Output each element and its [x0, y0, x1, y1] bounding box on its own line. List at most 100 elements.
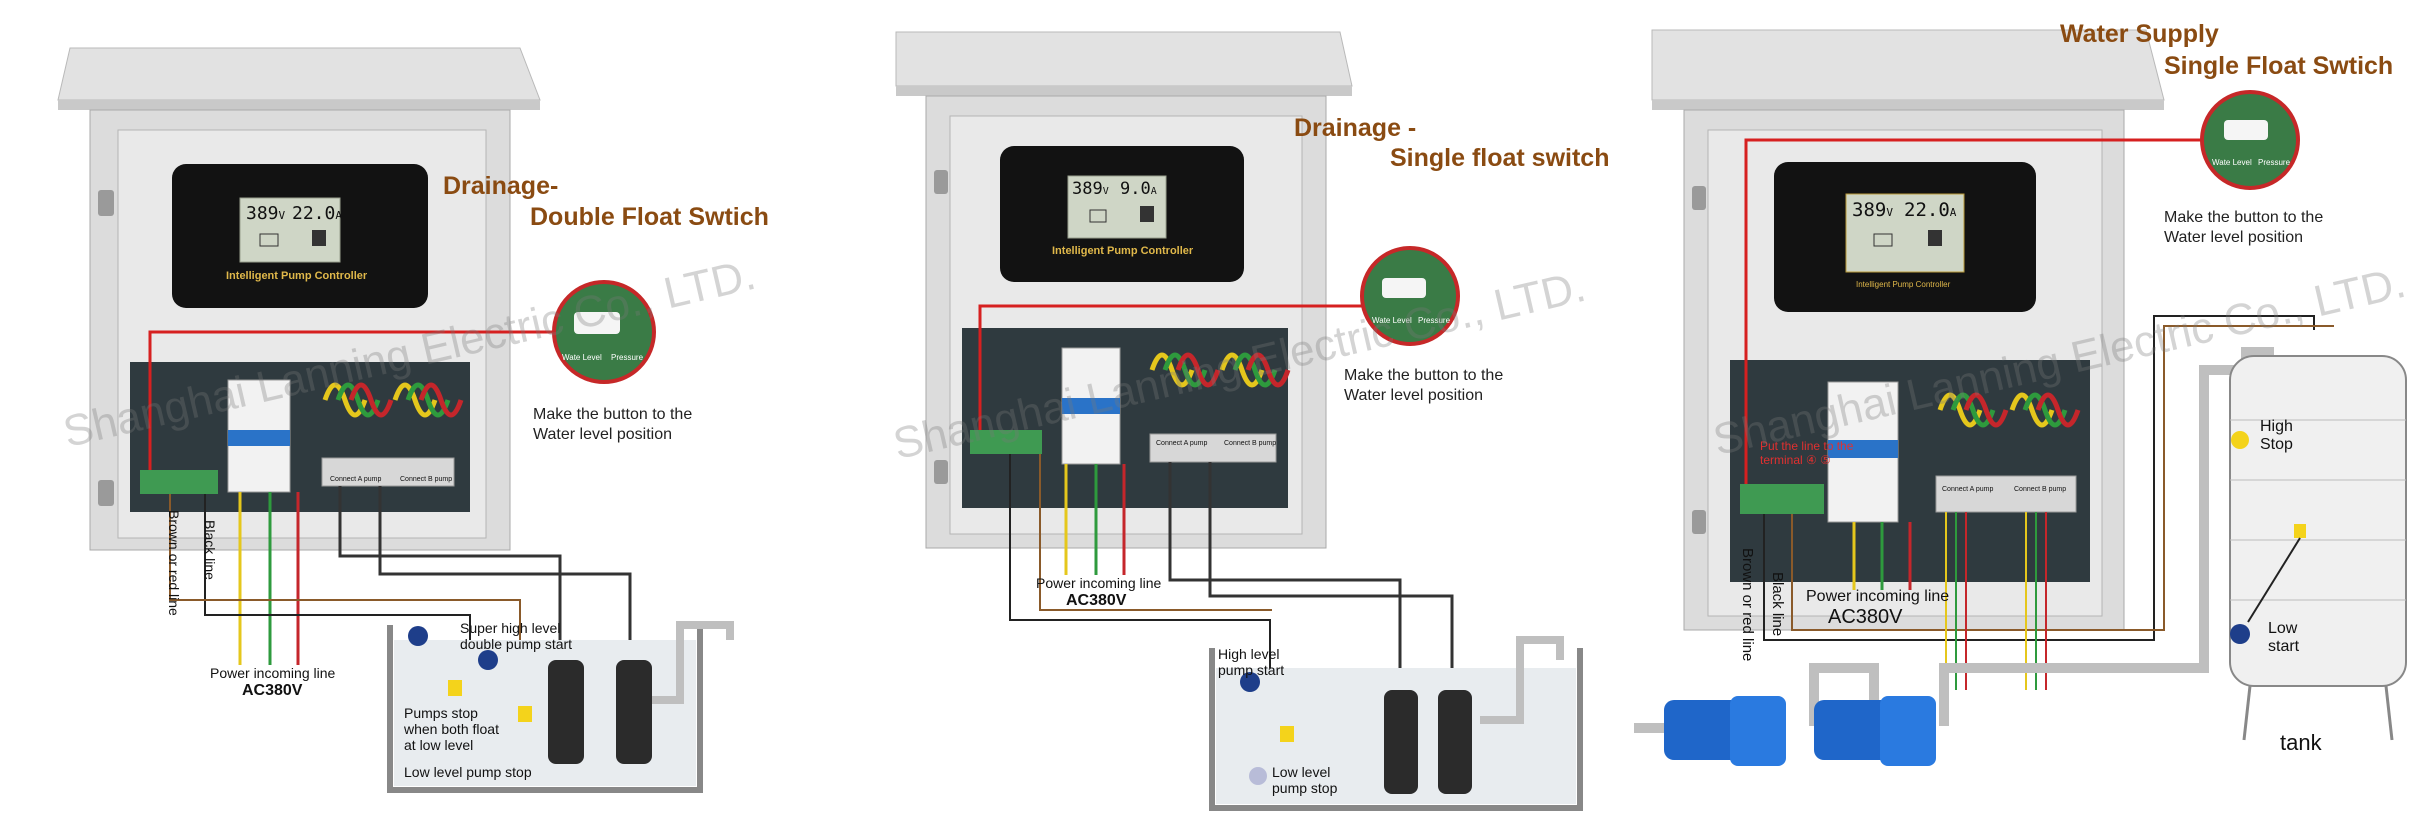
power-voltage-label: AC380V: [1828, 606, 1903, 628]
breaker-band: [1062, 398, 1120, 414]
power-line-label: Power incoming line: [210, 665, 336, 681]
switch-label-level: Wate Level: [1372, 316, 1412, 325]
diagram-drainage-double-float: [57, 47, 734, 793]
terminal-b-label: Connect B pump: [1224, 440, 1277, 447]
cabinet-roof-edge: [58, 100, 540, 110]
lcd-icon: [1089, 209, 1107, 223]
panel-drainage-double-float: Drainage- Double Float Swtich 389V 22.0A…: [0, 0, 800, 820]
terminal-a-label: Connect A pump: [1156, 440, 1208, 447]
cable-green: [2022, 392, 2068, 428]
pump-cable: [378, 486, 632, 640]
diagram-water-supply-single-float: [1634, 29, 2407, 766]
lcd-current: 22.0A: [1904, 199, 1957, 221]
contactor-terminals: [1935, 475, 2077, 513]
terminal-block-green: [970, 430, 1042, 454]
cable-red: [1175, 352, 1221, 388]
wire-black-label: Black line: [202, 520, 218, 580]
terminal-a-label: Connect A pump: [330, 476, 382, 483]
title-line2: Double Float Swtich: [530, 203, 769, 231]
lcd-icon: [1928, 230, 1942, 246]
supply-pipe: [1939, 365, 2246, 726]
switch-label-pressure: Pressure: [1418, 316, 1451, 325]
float-low-label: Low level pump stop: [404, 764, 532, 780]
lcd-icon: [259, 233, 279, 247]
pump-cable: [1168, 462, 1402, 690]
tank-leg: [2242, 685, 2252, 741]
pump-motor: [1730, 696, 1786, 766]
lcd-current: 9.0A: [1120, 179, 1157, 199]
lcd-screen: [1845, 193, 1965, 273]
water-tank: [2229, 355, 2407, 687]
submersible-pump: [616, 660, 652, 764]
title-line1: Drainage-: [443, 172, 559, 200]
terminal-b-label: Connect B pump: [400, 476, 453, 483]
selector-switch: [574, 312, 620, 334]
hinge: [934, 460, 948, 484]
switch-label-level: Wate Level: [562, 353, 602, 362]
controller-label: Intelligent Pump Controller: [1052, 245, 1194, 257]
hinge: [98, 190, 114, 216]
cable-yellow: [392, 382, 438, 418]
lcd-icon: [1140, 206, 1154, 222]
float-stop-label: Pumps stop when both float at low level: [404, 705, 499, 754]
selector-switch: [2224, 120, 2268, 140]
wire-black-label: Black line: [1769, 572, 1786, 637]
cable-red: [418, 382, 464, 418]
lcd-icon: [312, 230, 326, 246]
cable-red: [1245, 352, 1291, 388]
panel-drainage-single-float: Drainage - Single float switch 389V 9.0A…: [840, 0, 1640, 820]
float-ball: [408, 626, 428, 646]
lcd-voltage: 389V: [1072, 179, 1109, 199]
float-ball-low: [2230, 624, 2250, 644]
title-line2: Single Float Swtich: [2164, 52, 2394, 80]
cable-green: [1162, 352, 1208, 388]
wire-brown-label: Brown or red line: [1739, 548, 1756, 662]
terminal-block-green: [140, 470, 218, 494]
float-cable: [1791, 325, 2334, 631]
cabinet-roof: [895, 31, 1353, 87]
switch-label-level: Wate Level: [2212, 158, 2252, 167]
controller-label: Intelligent Pump Controller: [1856, 280, 1951, 289]
float-cable: [1009, 454, 1271, 668]
float-weight: [1280, 726, 1294, 742]
pump-motor: [1880, 696, 1936, 766]
power-line-label: Power incoming line: [1806, 588, 1950, 605]
switch-instruction: Make the button to the Water level posit…: [2164, 209, 2324, 246]
float-weight: [518, 706, 532, 722]
submersible-pump: [1384, 690, 1418, 794]
lcd-voltage: 389V: [246, 203, 286, 224]
submersible-pump: [548, 660, 584, 764]
float-cable: [169, 494, 521, 650]
terminal-instruction: Put the line to the terminal ④ ⑤: [1760, 439, 1854, 467]
controller-label: Intelligent Pump Controller: [226, 270, 368, 282]
title-line1: Water Supply: [2060, 20, 2219, 48]
float-low-label: Low level pump stop: [1272, 764, 1338, 797]
cabinet-roof-edge: [1652, 100, 2164, 110]
float-ball-low: [1249, 767, 1267, 785]
float-ball-high: [2231, 431, 2249, 449]
float-cable: [1039, 454, 1272, 611]
float-high-label: Super high level double pump start: [460, 620, 573, 653]
float-high-label: High Stop: [2260, 418, 2293, 454]
power-line-label: Power incoming line: [1036, 575, 1162, 591]
switch-instruction: Make the button to the Water level posit…: [1344, 367, 1504, 404]
pipe: [1809, 663, 1879, 728]
cable-green: [335, 382, 381, 418]
power-voltage-label: AC380V: [242, 682, 303, 699]
discharge-pipe: [640, 621, 734, 704]
terminal-b-label: Connect B pump: [2014, 486, 2067, 493]
pump-cable: [1208, 462, 1454, 690]
breaker-band: [228, 430, 290, 446]
hinge: [98, 480, 114, 506]
float-weight: [448, 680, 462, 696]
cable-yellow: [1219, 352, 1265, 388]
submersible-pump: [1438, 690, 1472, 794]
cable-red: [348, 382, 394, 418]
selector-switch: [1382, 278, 1426, 298]
cabinet-roof-edge: [896, 86, 1352, 96]
float-weight: [2294, 524, 2306, 538]
cable-green: [1232, 352, 1278, 388]
signal-wire: [1744, 138, 2220, 484]
float-rope: [2247, 537, 2301, 623]
cabinet-roof: [57, 47, 541, 101]
